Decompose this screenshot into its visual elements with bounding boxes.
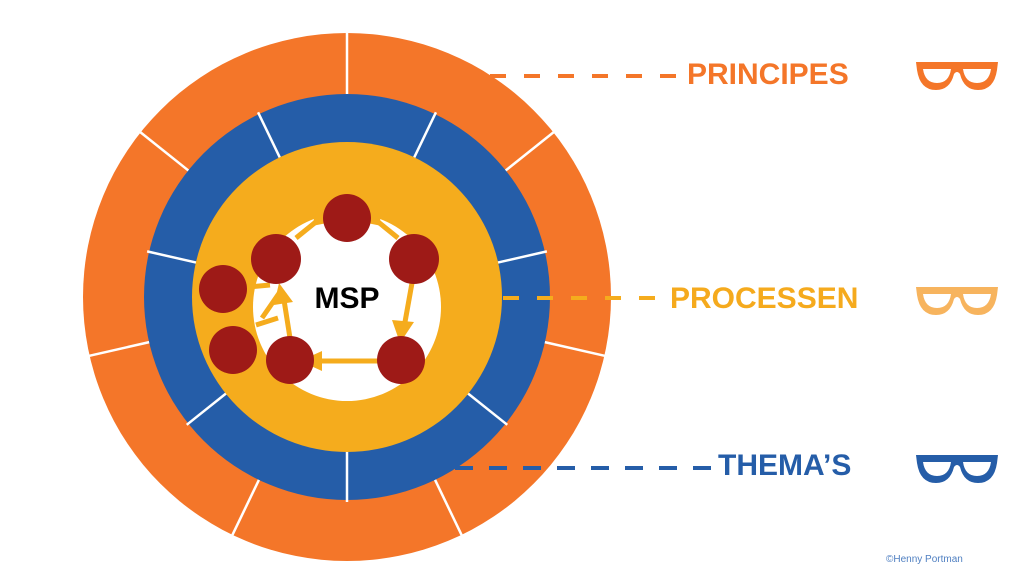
ring-divider xyxy=(541,340,607,358)
process-node xyxy=(323,194,371,242)
process-nodes xyxy=(199,194,439,384)
ring-divider xyxy=(495,250,548,265)
process-arrow xyxy=(281,299,293,339)
ring-divider xyxy=(185,391,229,426)
glasses-icon xyxy=(916,455,998,483)
arrow-head xyxy=(274,283,293,305)
process-arrow xyxy=(255,315,279,328)
process-node xyxy=(389,234,439,284)
ring-divider xyxy=(146,250,199,265)
process-arrow xyxy=(402,282,415,323)
principes-dividers xyxy=(87,31,607,538)
process-arrow xyxy=(259,287,285,320)
ring-divider xyxy=(87,340,153,358)
processen-label: PROCESSEN xyxy=(670,282,859,315)
ring-divider xyxy=(412,111,438,160)
process-node xyxy=(209,326,257,374)
themas-label: THEMA’S xyxy=(718,449,852,482)
copyright-text: ©Henny Portman xyxy=(886,554,963,565)
process-node xyxy=(251,234,301,284)
glasses-icon xyxy=(916,287,998,315)
ring-divider xyxy=(256,111,282,160)
glasses-icon xyxy=(916,62,998,90)
process-node xyxy=(199,265,247,313)
ring-divider xyxy=(138,130,192,174)
process-arrow xyxy=(247,282,271,290)
ring-divider xyxy=(432,476,464,538)
ring-divider xyxy=(465,391,509,426)
themas-dividers xyxy=(146,111,548,502)
ring-divider xyxy=(230,476,262,538)
process-node xyxy=(266,336,314,384)
msp-center-label: MSP xyxy=(314,282,379,315)
principes-label: PRINCIPES xyxy=(687,58,849,91)
ring-divider xyxy=(502,130,556,174)
process-node xyxy=(377,336,425,384)
arrow-head xyxy=(392,320,414,343)
